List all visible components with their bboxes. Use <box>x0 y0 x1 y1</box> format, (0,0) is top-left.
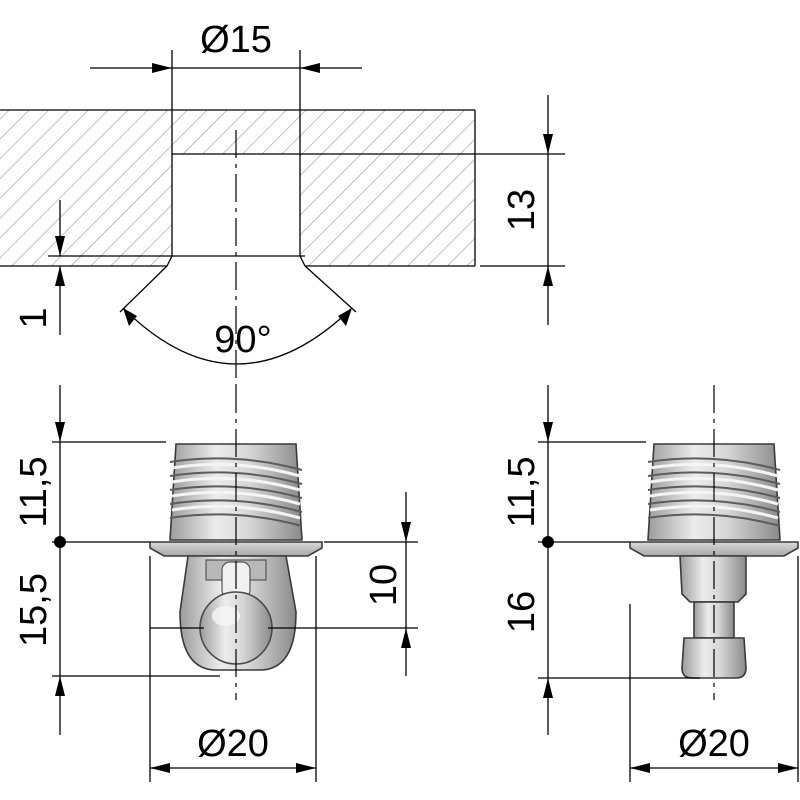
right-lower-height-label: 16 <box>501 591 543 633</box>
left-connector-view: 11,5 15,5 10 Ø20 <box>13 385 418 782</box>
countersink-depth-dimension: 1 <box>13 200 167 335</box>
right-diameter-label: Ø20 <box>678 723 750 765</box>
left-upper-height-label: 11,5 <box>13 456 55 527</box>
left-shaft-height-label: 10 <box>363 564 405 606</box>
countersink-angle-dimension: 90° <box>119 265 357 365</box>
right-upper-height-label: 11,5 <box>501 456 543 527</box>
left-diameter-label: Ø20 <box>197 723 269 765</box>
bore-diameter-dimension: Ø15 <box>90 19 362 154</box>
bore-depth-dimension: 13 <box>300 95 565 325</box>
left-lower-height-label: 15,5 <box>13 573 55 647</box>
countersink-depth-label: 1 <box>13 307 55 328</box>
right-pin-shaft <box>679 555 747 679</box>
bore-diameter-label: Ø15 <box>200 19 272 61</box>
right-connector-view: 11,5 16 Ø20 <box>501 385 799 782</box>
board-hatched-section <box>0 110 475 266</box>
bore-depth-label: 13 <box>501 189 543 231</box>
left-ball-housing <box>179 555 297 671</box>
bore-section-view: Ø15 13 1 90° <box>0 19 565 385</box>
countersink-angle-label: 90° <box>214 319 271 361</box>
